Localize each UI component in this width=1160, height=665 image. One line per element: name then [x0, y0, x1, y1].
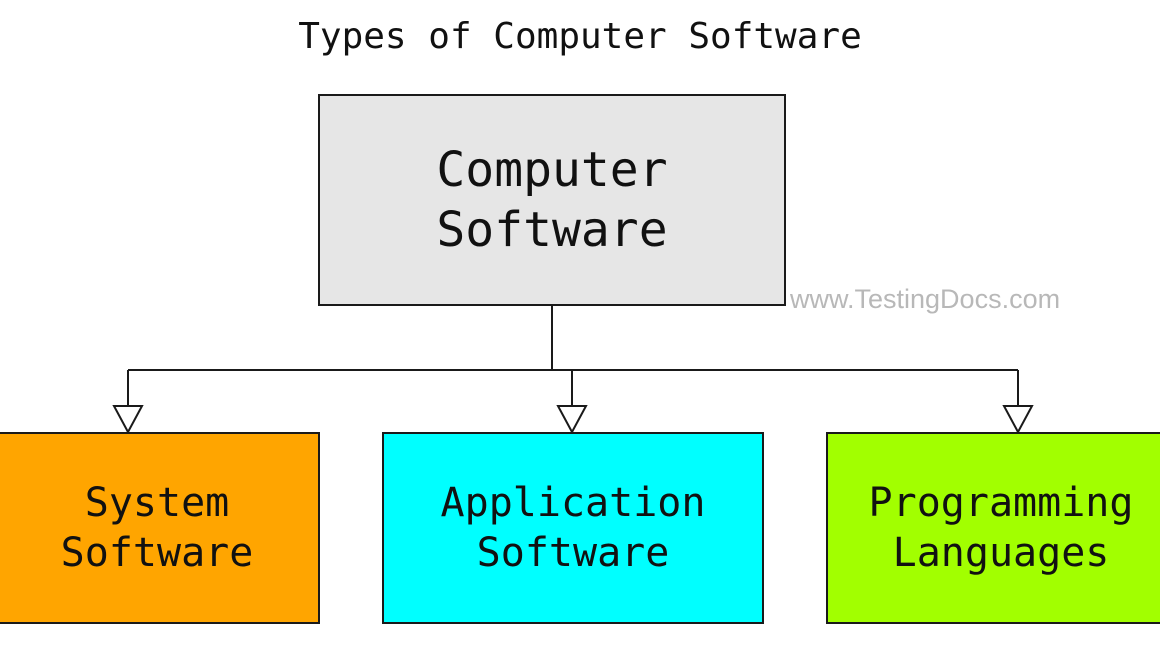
- child-node-system-software: System Software: [0, 432, 320, 624]
- child-node-programming-languages: Programming Languages: [826, 432, 1160, 624]
- arrowhead-application-icon: [556, 405, 588, 435]
- child-node-label-line2: Software: [476, 530, 670, 576]
- child-node-label-line1: Programming: [868, 480, 1134, 526]
- child-node-label-line1: System: [84, 480, 230, 526]
- arrowhead-system-icon: [112, 405, 144, 435]
- watermark: www.TestingDocs.com: [790, 284, 1061, 314]
- arrowhead-programming-icon: [1002, 405, 1034, 435]
- child-node-label-line2: Languages: [892, 530, 1110, 576]
- root-node-label-line2: Software: [436, 202, 668, 258]
- root-node-computer-software: Computer Software: [318, 94, 786, 306]
- diagram-title: Types of Computer Software: [298, 16, 862, 57]
- root-node-label-line1: Computer: [436, 142, 668, 198]
- child-node-application-software: Application Software: [382, 432, 764, 624]
- child-node-label-line2: Software: [60, 530, 254, 576]
- child-node-label-line1: Application: [440, 480, 706, 526]
